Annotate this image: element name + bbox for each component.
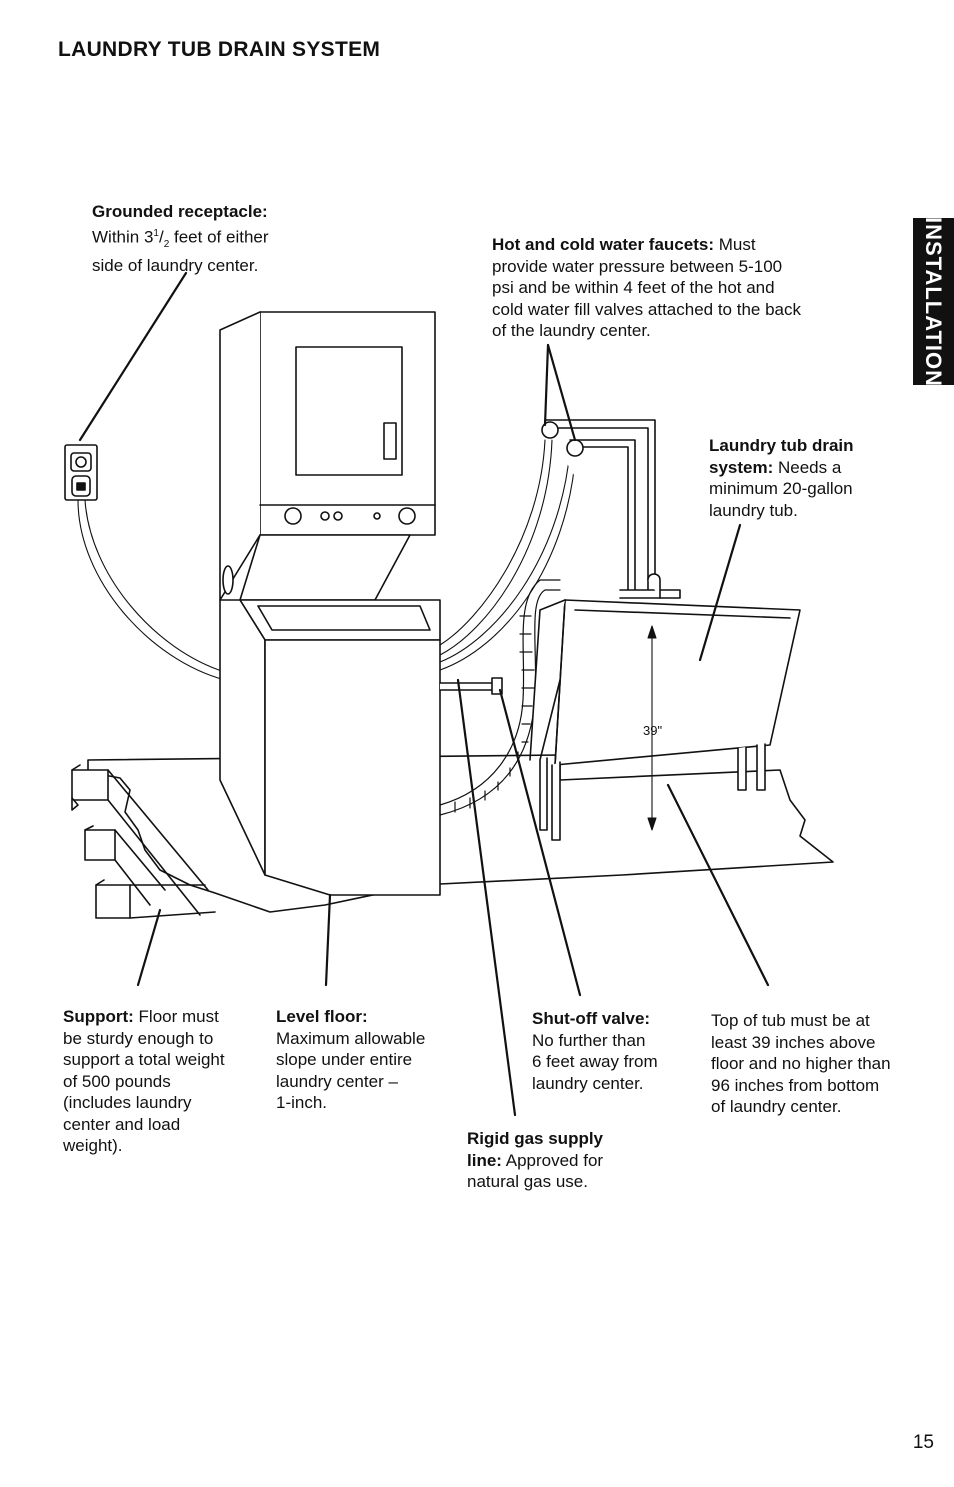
receptacle-heading: Grounded receptacle: bbox=[92, 202, 268, 221]
level-floor-line: 1-inch. bbox=[276, 1093, 328, 1112]
callout-support: Support: Floor must be sturdy enough to … bbox=[63, 1006, 225, 1157]
support-line: support a total weight bbox=[63, 1050, 225, 1069]
faucets-line: provide water pressure between 5-100 bbox=[492, 256, 783, 276]
tub-drain-heading-2: system: bbox=[709, 457, 774, 477]
shutoff-line: laundry center. bbox=[532, 1073, 644, 1093]
floor-slab bbox=[88, 755, 833, 912]
support-heading: Support: bbox=[63, 1007, 134, 1026]
callout-level-floor: Level floor: Maximum allowable slope und… bbox=[276, 1006, 425, 1114]
receptacle-line2: side of laundry center. bbox=[92, 256, 259, 276]
faucets-line: cold water fill valves attached to the b… bbox=[492, 299, 801, 319]
water-faucets bbox=[542, 420, 655, 595]
floor-joists bbox=[72, 765, 215, 918]
level-floor-line: slope under entire bbox=[276, 1050, 413, 1069]
tub-drain-line: laundry tub. bbox=[709, 500, 798, 520]
support-text-inline: Floor must bbox=[133, 1007, 219, 1026]
dryer-unit bbox=[220, 312, 435, 600]
leader-tub-top bbox=[668, 785, 768, 985]
callout-gas-line: Rigid gas supply line: Approved for natu… bbox=[467, 1128, 603, 1193]
tub-top-line: 96 inches from bottom bbox=[711, 1075, 880, 1095]
tub-top-line: floor and no higher than bbox=[711, 1054, 891, 1073]
gas-line-heading-2: line: bbox=[467, 1150, 502, 1170]
callout-shutoff-valve: Shut-off valve: No further than 6 feet a… bbox=[532, 1008, 658, 1094]
leader-gas-line bbox=[458, 680, 515, 1115]
page-title: LAUNDRY TUB DRAIN SYSTEM bbox=[58, 38, 381, 61]
leader-shutoff bbox=[500, 690, 580, 995]
page-number: 15 bbox=[912, 1432, 934, 1453]
laundry-tub bbox=[530, 574, 800, 840]
support-line: weight). bbox=[63, 1136, 123, 1155]
support-line: center and load bbox=[63, 1114, 181, 1134]
leader-lines bbox=[80, 273, 768, 1115]
support-line: of 500 pounds bbox=[63, 1071, 171, 1091]
shutoff-line: 6 feet away from bbox=[532, 1052, 658, 1071]
height-label: 39" bbox=[643, 723, 662, 738]
tub-drain-text-inline: Needs a bbox=[773, 457, 842, 477]
leader-level-floor bbox=[326, 895, 330, 985]
leader-faucet-cold bbox=[548, 345, 575, 440]
callout-water-faucets: Hot and cold water faucets: Must provide… bbox=[492, 234, 801, 342]
tub-drain-line: minimum 20-gallon bbox=[709, 479, 853, 498]
level-floor-line: laundry center – bbox=[276, 1071, 398, 1091]
gas-line bbox=[440, 678, 502, 694]
level-floor-line: Maximum allowable bbox=[276, 1028, 426, 1048]
support-line: (includes laundry bbox=[63, 1093, 192, 1112]
faucets-text-inline: Must bbox=[713, 235, 756, 254]
receptacle bbox=[65, 445, 97, 500]
callout-tub-drain: Laundry tub drain system: Needs a minimu… bbox=[709, 435, 854, 521]
callout-grounded-receptacle: Grounded receptacle: Within 31/2 feet of… bbox=[92, 201, 269, 277]
power-cord bbox=[78, 500, 225, 680]
height-dimension bbox=[648, 626, 656, 830]
support-line: be sturdy enough to bbox=[63, 1028, 214, 1048]
level-floor-heading: Level floor: bbox=[276, 1007, 368, 1026]
callout-tub-top: Top of tub must be at least 39 inches ab… bbox=[711, 1010, 891, 1118]
tub-top-line: least 39 inches above bbox=[711, 1032, 876, 1052]
gas-line-heading: Rigid gas supply bbox=[467, 1129, 604, 1148]
section-side-tab: INSTALLATION bbox=[913, 216, 954, 387]
shutoff-line: No further than bbox=[532, 1030, 646, 1050]
fill-hoses bbox=[440, 440, 576, 670]
receptacle-line1: Within 31/2 feet of either bbox=[92, 227, 269, 250]
leader-faucet-hot bbox=[545, 345, 548, 425]
leader-tub-drain bbox=[700, 525, 740, 660]
tub-top-line: Top of tub must be at bbox=[711, 1011, 870, 1030]
gas-line-line: natural gas use. bbox=[467, 1172, 588, 1191]
washer-unit bbox=[220, 535, 440, 895]
leader-support bbox=[138, 910, 160, 985]
faucets-heading: Hot and cold water faucets: bbox=[492, 235, 714, 254]
tub-drain-heading: Laundry tub drain bbox=[709, 436, 854, 455]
shutoff-heading: Shut-off valve: bbox=[532, 1009, 651, 1028]
leader-receptacle bbox=[80, 273, 186, 440]
gas-line-text-inline: Approved for bbox=[501, 1150, 604, 1170]
tub-top-line: of laundry center. bbox=[711, 1097, 842, 1116]
faucets-line: of the laundry center. bbox=[492, 321, 651, 340]
faucets-line: psi and be within 4 feet of the hot and bbox=[492, 278, 775, 297]
